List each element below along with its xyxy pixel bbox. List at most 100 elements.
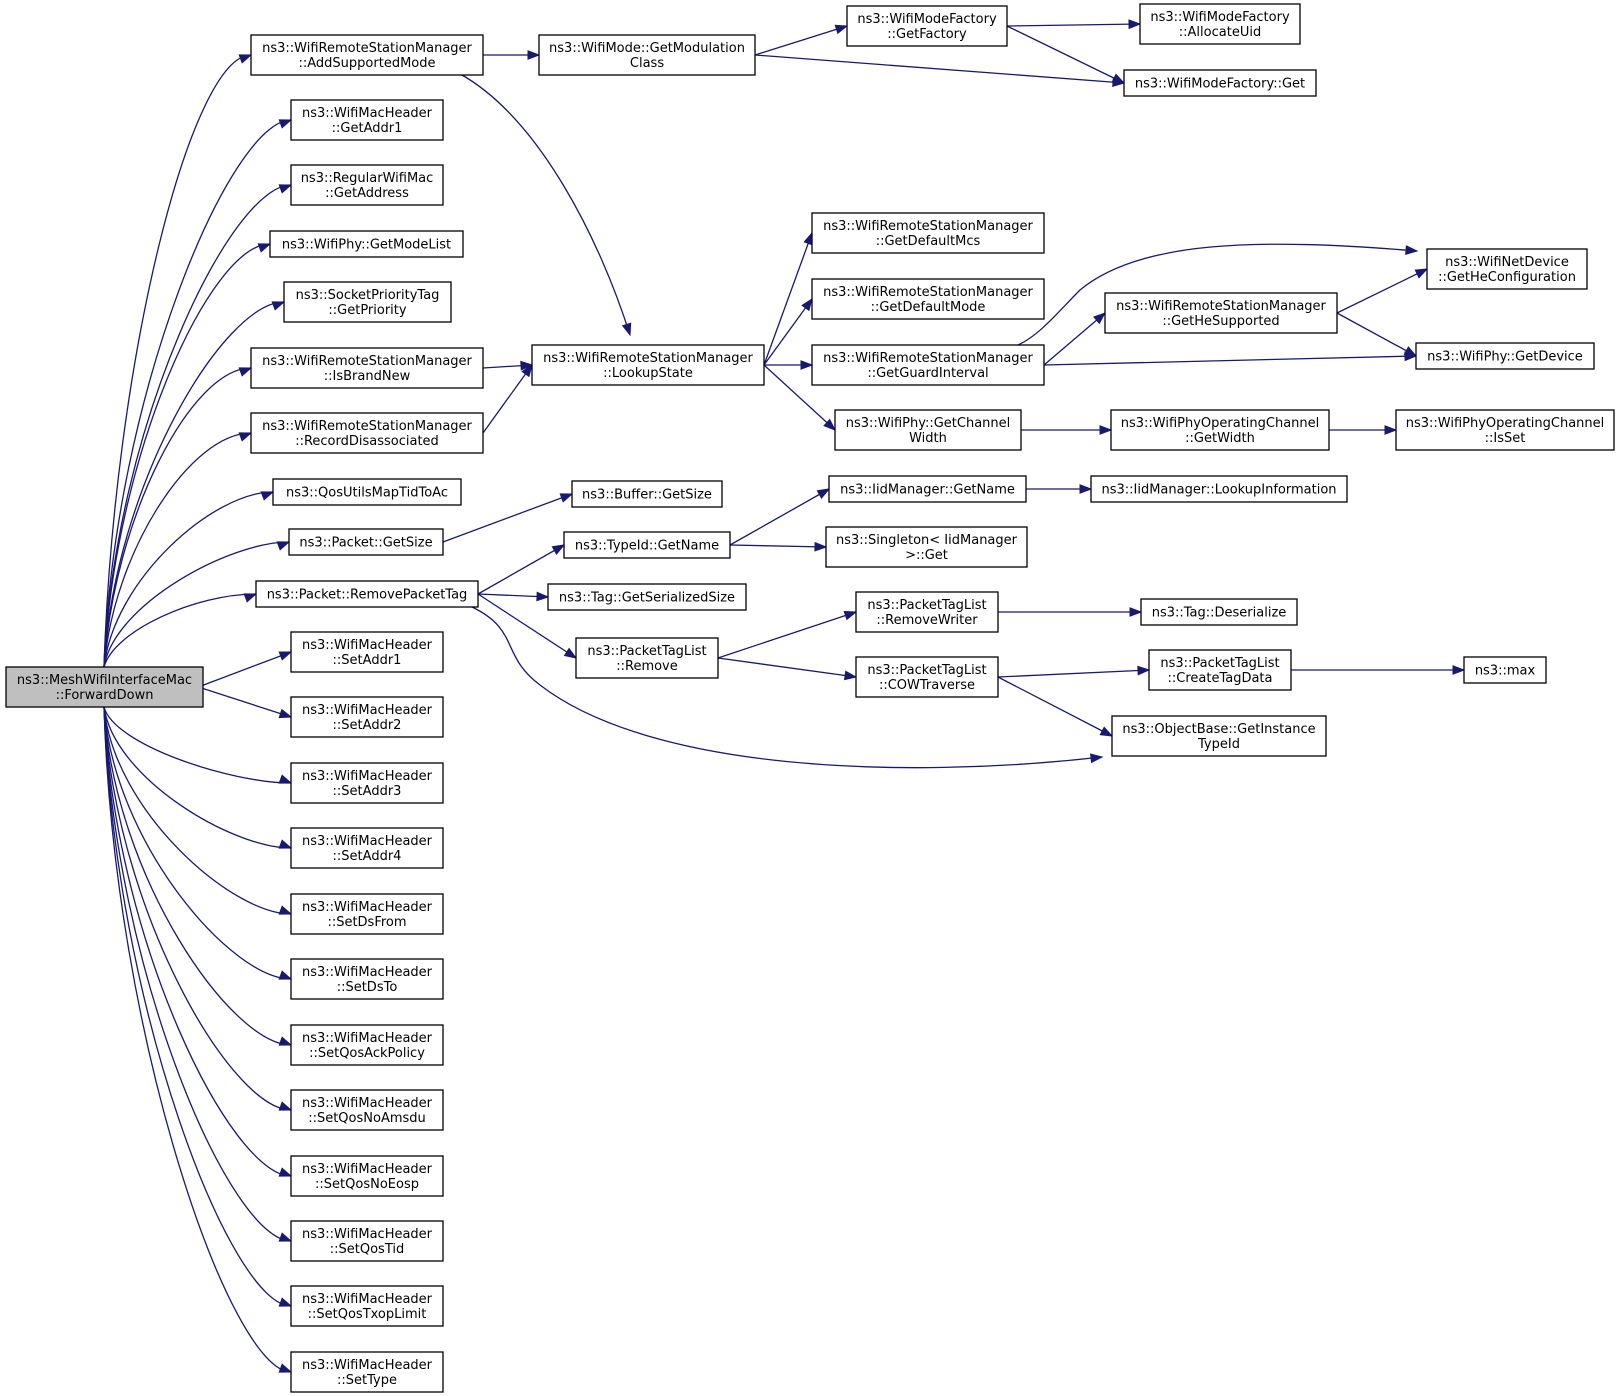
edge-arrowhead xyxy=(1405,245,1419,255)
node-getdevice[interactable]: ns3::WifiPhy::GetDevice xyxy=(1415,342,1595,370)
edge-line xyxy=(202,651,292,686)
node-setaddr3[interactable]: ns3::WifiMacHeader::SetAddr3 xyxy=(290,762,444,804)
node-isbrandnew[interactable]: ns3::WifiRemoteStationManager::IsBrandNe… xyxy=(250,347,484,389)
node-label: ns3::WifiMacHeader xyxy=(302,1292,433,1307)
edge-fwd-to-setaddr1 xyxy=(202,651,293,686)
node-setqosnoamsdu[interactable]: ns3::WifiMacHeader::SetQosNoAmsdu xyxy=(290,1089,444,1131)
node-tagdeser[interactable]: ns3::Tag::Deserialize xyxy=(1140,598,1298,626)
node-label: ::GetWidth xyxy=(1185,431,1255,446)
node-setaddr1[interactable]: ns3::WifiMacHeader::SetAddr1 xyxy=(290,631,444,673)
node-box xyxy=(272,478,462,506)
edge-arrowhead xyxy=(521,363,533,378)
node-opchgetwidth[interactable]: ns3::WifiPhyOperatingChannel::GetWidth xyxy=(1110,409,1330,451)
node-label: ns3::WifiRemoteStationManager xyxy=(262,354,472,369)
edge-arrowhead xyxy=(278,839,293,849)
node-box xyxy=(571,480,723,508)
node-box xyxy=(250,347,484,389)
edge-line xyxy=(477,593,549,598)
node-gethesupported[interactable]: ns3::WifiRemoteStationManager::GetHeSupp… xyxy=(1104,292,1338,334)
edge-arrowhead xyxy=(1452,665,1466,675)
node-label: ::RecordDisassociated xyxy=(295,434,439,449)
node-singletonget[interactable]: ns3::Singleton< IidManager>::Get xyxy=(825,526,1028,568)
node-gethecfg[interactable]: ns3::WifiNetDevice::GetHeConfiguration xyxy=(1426,248,1588,290)
node-settype[interactable]: ns3::WifiMacHeader::SetType xyxy=(290,1351,444,1393)
node-label: ns3::PacketTagList xyxy=(867,598,986,613)
node-label: ns3::RegularWifiMac xyxy=(301,171,434,186)
edge-line xyxy=(103,593,257,668)
node-setqosack[interactable]: ns3::WifiMacHeader::SetQosAckPolicy xyxy=(290,1024,444,1066)
node-setaddr4[interactable]: ns3::WifiMacHeader::SetAddr4 xyxy=(290,827,444,869)
node-getdefaultmcs[interactable]: ns3::WifiRemoteStationManager::GetDefaul… xyxy=(811,212,1045,254)
node-box xyxy=(1463,656,1547,684)
node-getguard[interactable]: ns3::WifiRemoteStationManager::GetGuardI… xyxy=(811,344,1045,386)
node-lookupstate[interactable]: ns3::WifiRemoteStationManager::LookupSta… xyxy=(531,344,765,386)
node-setdsfrom[interactable]: ns3::WifiMacHeader::SetDsFrom xyxy=(290,893,444,935)
node-getaddress[interactable]: ns3::RegularWifiMac::GetAddress xyxy=(290,164,444,206)
node-getmodelist[interactable]: ns3::WifiPhy::GetModeList xyxy=(269,230,464,258)
node-getpriority[interactable]: ns3::SocketPriorityTag::GetPriority xyxy=(283,281,452,323)
node-removewriter[interactable]: ns3::PacketTagList::RemoveWriter xyxy=(855,591,999,633)
node-label: ns3::IidManager::LookupInformation xyxy=(1101,483,1336,498)
node-qosmap[interactable]: ns3::QosUtilsMapTidToAc xyxy=(272,478,462,506)
node-setqostxop[interactable]: ns3::WifiMacHeader::SetQosTxopLimit xyxy=(290,1285,444,1327)
node-iidlookup[interactable]: ns3::IidManager::LookupInformation xyxy=(1090,475,1348,503)
edge-ptlremove-to-removewriter xyxy=(717,610,858,659)
node-typeidgetname[interactable]: ns3::TypeId::GetName xyxy=(563,531,731,559)
node-label: ns3::WifiMacHeader xyxy=(302,1096,433,1111)
edge-line xyxy=(103,301,285,668)
node-label: ns3::WifiMacHeader xyxy=(302,1031,433,1046)
edge-line xyxy=(103,243,271,668)
edge-arrowhead xyxy=(278,184,293,194)
node-getdefaultmode[interactable]: ns3::WifiRemoteStationManager::GetDefaul… xyxy=(811,278,1045,320)
node-setaddr2[interactable]: ns3::WifiMacHeader::SetAddr2 xyxy=(290,696,444,738)
node-label: ::SetDsTo xyxy=(337,980,398,995)
node-ptlremove[interactable]: ns3::PacketTagList::Remove xyxy=(575,637,719,679)
node-cowtraverse[interactable]: ns3::PacketTagList::COWTraverse xyxy=(855,656,999,698)
call-graph-nodes: ns3::MeshWifiInterfaceMac::ForwardDownns… xyxy=(5,3,1615,1393)
node-getaddr1[interactable]: ns3::WifiMacHeader::GetAddr1 xyxy=(290,99,444,141)
edge-line xyxy=(202,687,292,718)
edge-line xyxy=(729,544,827,548)
edge-arrowhead xyxy=(278,905,293,915)
node-label: ::SetType xyxy=(337,1373,397,1388)
edge-arrowhead xyxy=(278,1101,293,1111)
node-label: ::AddSupportedMode xyxy=(299,56,436,71)
node-createtagdata[interactable]: ns3::PacketTagList::CreateTagData xyxy=(1148,649,1292,691)
node-iidgetname[interactable]: ns3::IidManager::GetName xyxy=(828,475,1027,503)
node-opchisset[interactable]: ns3::WifiPhyOperatingChannel::IsSet xyxy=(1395,409,1615,451)
edge-arrowhead xyxy=(843,670,858,681)
node-box xyxy=(1415,342,1595,370)
node-getfactory[interactable]: ns3::WifiModeFactory::GetFactory xyxy=(846,5,1008,47)
node-label: ns3::WifiMode::GetModulation xyxy=(549,41,745,56)
edge-arrowhead xyxy=(1137,665,1151,676)
node-box xyxy=(283,281,452,323)
edge-line xyxy=(1017,243,1418,346)
edge-line xyxy=(103,706,292,784)
node-setdsto[interactable]: ns3::WifiMacHeader::SetDsTo xyxy=(290,958,444,1000)
edge-arrowhead xyxy=(527,50,541,60)
node-removepkttag[interactable]: ns3::Packet::RemovePacketTag xyxy=(255,580,479,608)
node-recorddis[interactable]: ns3::WifiRemoteStationManager::RecordDis… xyxy=(250,412,484,454)
edge-fwd-to-setqosack xyxy=(103,706,293,1046)
node-fwd[interactable]: ns3::MeshWifiInterfaceMac::ForwardDown xyxy=(5,666,204,708)
edge-arrowhead xyxy=(800,360,814,370)
node-tagserial[interactable]: ns3::Tag::GetSerializedSize xyxy=(547,583,747,611)
node-allocateuid[interactable]: ns3::WifiModeFactory::AllocateUid xyxy=(1139,3,1301,45)
edge-line xyxy=(729,488,830,546)
node-max[interactable]: ns3::max xyxy=(1463,656,1547,684)
node-setqosnoeosp[interactable]: ns3::WifiMacHeader::SetQosNoEosp xyxy=(290,1155,444,1197)
node-setqostid[interactable]: ns3::WifiMacHeader::SetQosTid xyxy=(290,1220,444,1262)
node-box xyxy=(846,5,1008,47)
node-factoryget[interactable]: ns3::WifiModeFactory::Get xyxy=(1123,69,1317,97)
edge-fwd-to-setaddr4 xyxy=(103,706,293,849)
node-label: ::GetDefaultMode xyxy=(871,300,986,315)
edge-arrowhead xyxy=(1129,607,1143,617)
edge-arrowhead xyxy=(238,54,253,64)
node-addmode[interactable]: ns3::WifiRemoteStationManager::AddSuppor… xyxy=(250,34,484,76)
node-buffergetsize[interactable]: ns3::Buffer::GetSize xyxy=(571,480,723,508)
node-pktgetsize[interactable]: ns3::Packet::GetSize xyxy=(288,528,444,556)
edge-line xyxy=(1006,25,1125,84)
